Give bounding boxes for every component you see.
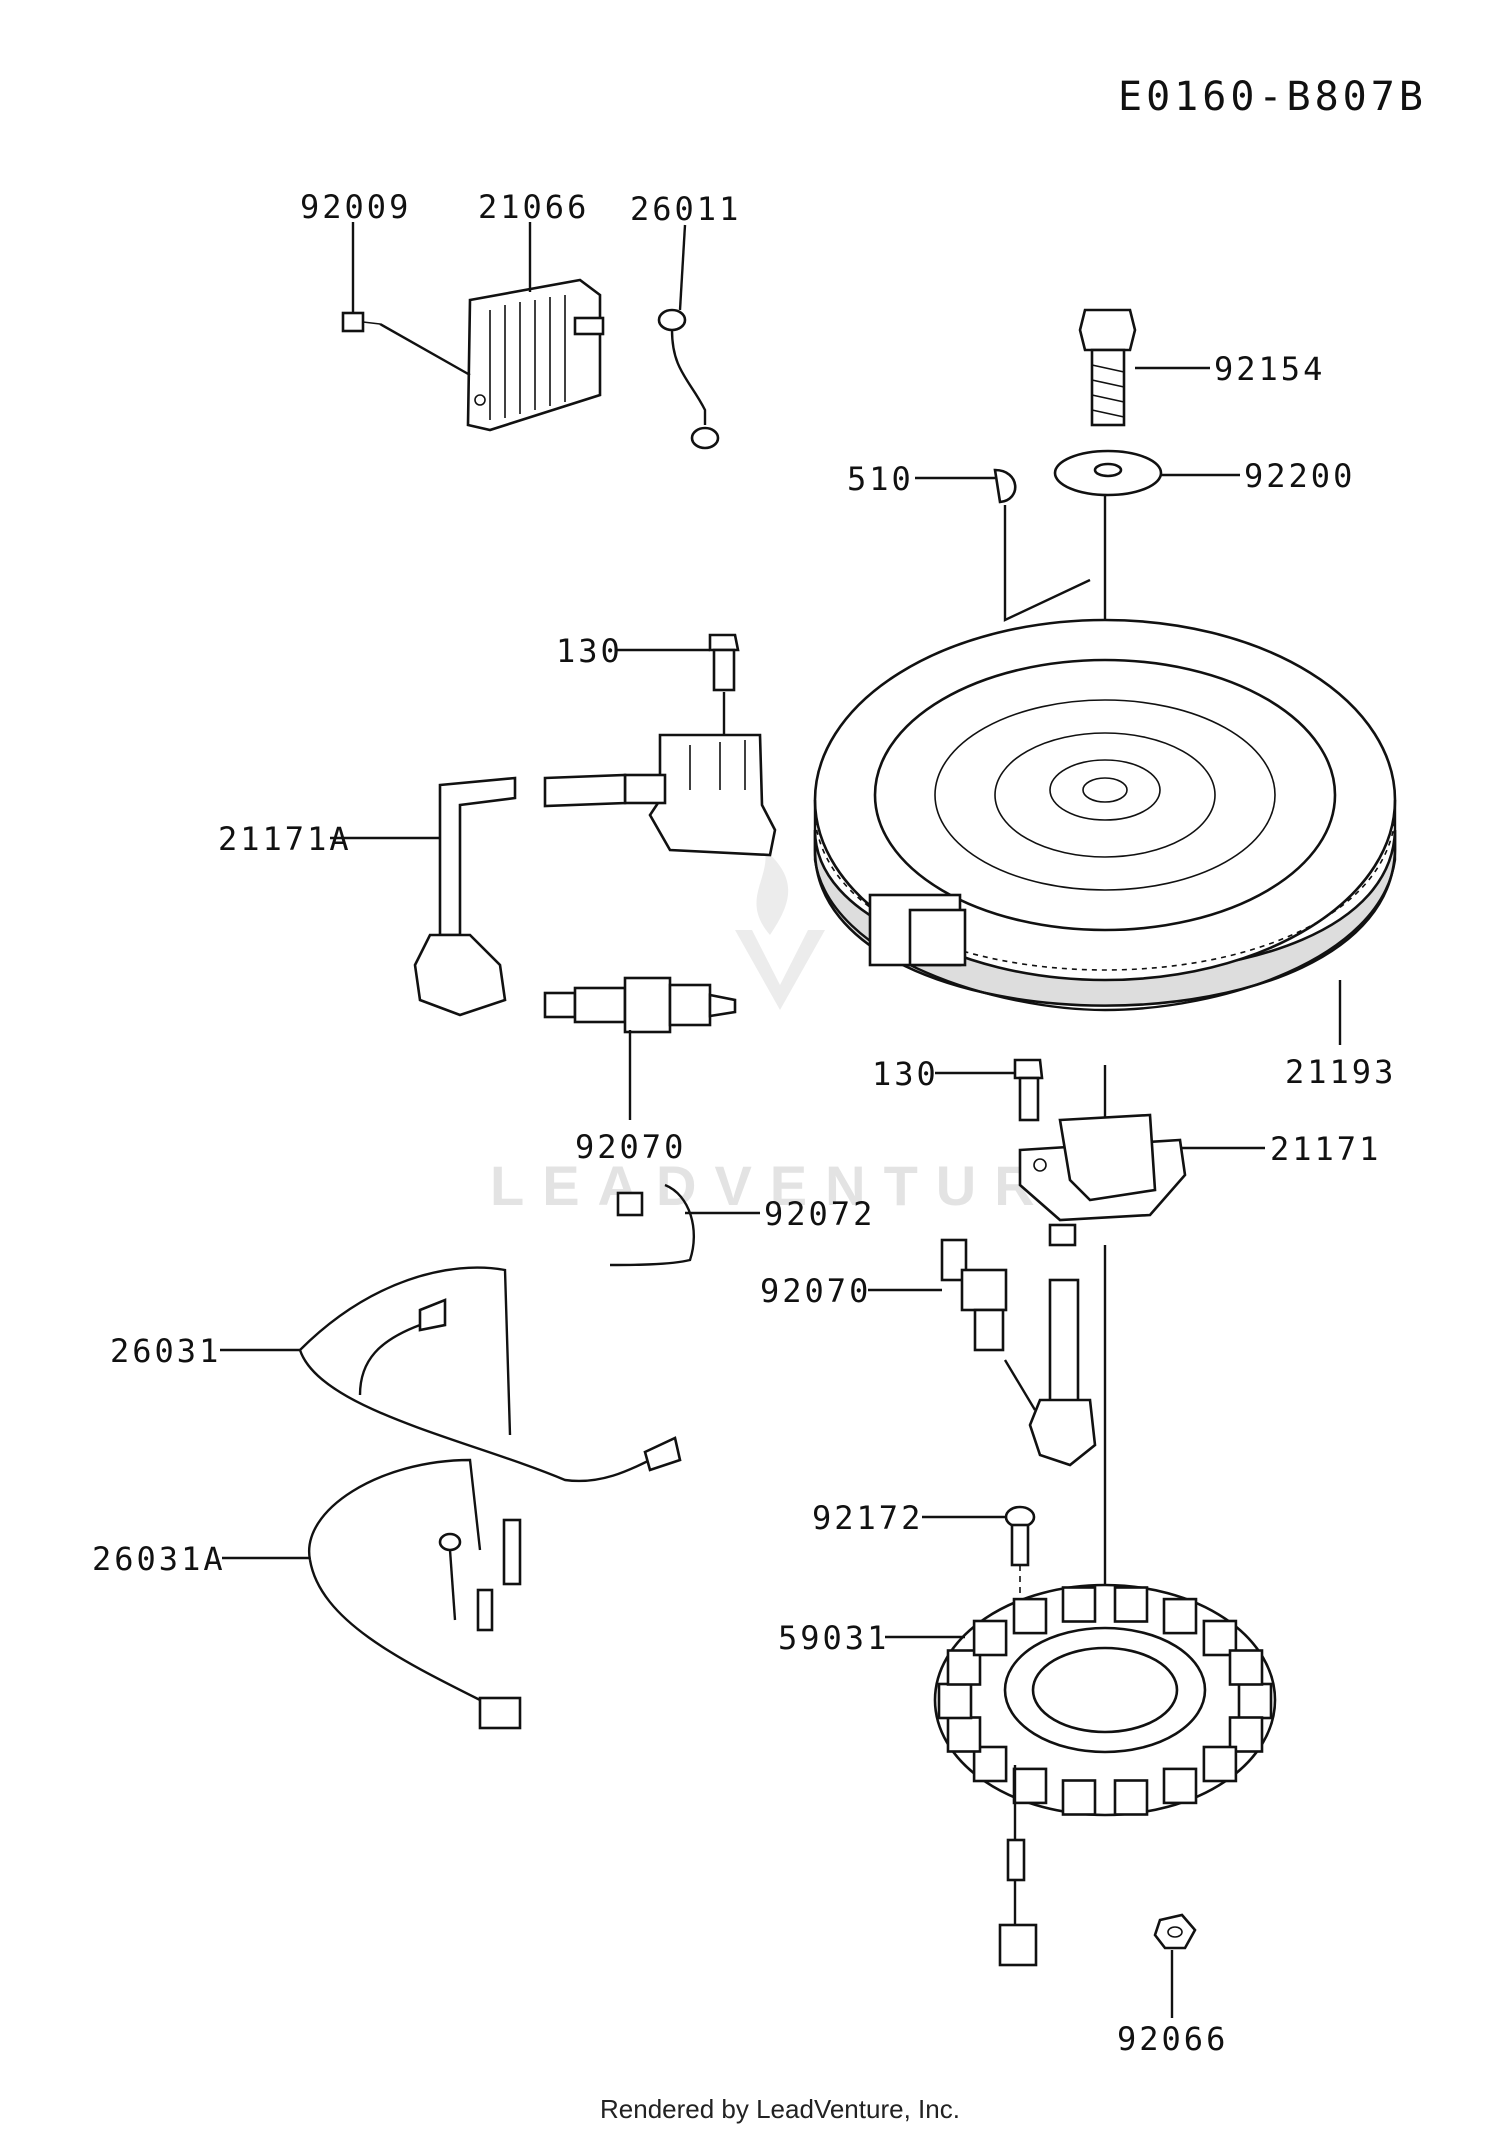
ignition-coil-21171A[interactable] bbox=[438, 733, 777, 937]
ignition-coil-21171[interactable] bbox=[1018, 1113, 1187, 1412]
stator-lead[interactable] bbox=[998, 1765, 1038, 1967]
diagram-code: E0160-B807B bbox=[1118, 74, 1427, 120]
stator-tooth bbox=[1237, 1682, 1273, 1720]
watermark: LEADVENTURE bbox=[490, 850, 1108, 1217]
label-92200: 92200 bbox=[1244, 457, 1355, 495]
label-21171: 21171 bbox=[1270, 1130, 1381, 1168]
label-510: 510 bbox=[847, 460, 914, 498]
regulator-21066[interactable] bbox=[466, 278, 605, 432]
label-92172: 92172 bbox=[812, 1499, 923, 1537]
stator-tooth bbox=[1162, 1597, 1198, 1635]
bolt-92154[interactable] bbox=[1078, 308, 1137, 427]
stator-59031[interactable] bbox=[933, 1583, 1277, 1817]
harness-26031[interactable] bbox=[298, 1266, 682, 1586]
stator-tooth bbox=[1113, 1586, 1149, 1623]
footer-credit: Rendered by LeadVenture, Inc. bbox=[600, 2094, 960, 2124]
label-21066: 21066 bbox=[478, 188, 589, 226]
screw-130-lower[interactable] bbox=[1013, 1058, 1044, 1122]
label-92154: 92154 bbox=[1214, 350, 1325, 388]
label-26031A: 26031A bbox=[92, 1540, 226, 1578]
ground-lead-26011[interactable] bbox=[657, 308, 720, 450]
label-130-upper: 130 bbox=[556, 632, 623, 670]
label-26031: 26031 bbox=[110, 1332, 221, 1370]
screw-92172[interactable] bbox=[1004, 1505, 1036, 1567]
stator-tooth bbox=[1061, 1779, 1097, 1816]
stator-tooth bbox=[972, 1619, 1008, 1657]
stator-tooth bbox=[1012, 1597, 1048, 1635]
stator-tooth bbox=[972, 1745, 1008, 1783]
spark-plug-92070-lower[interactable] bbox=[940, 1238, 1037, 1411]
stator-tooth bbox=[1061, 1586, 1097, 1623]
washer-92200[interactable] bbox=[1053, 449, 1163, 497]
clamp-92072[interactable] bbox=[609, 1183, 695, 1267]
stator-tooth bbox=[1012, 1767, 1048, 1805]
screw-92009[interactable] bbox=[341, 311, 471, 377]
stator-tooth bbox=[1162, 1767, 1198, 1805]
stator-tooth bbox=[937, 1682, 973, 1720]
label-92066: 92066 bbox=[1117, 2020, 1228, 2058]
stator-tooth bbox=[1202, 1745, 1238, 1783]
stator-tooth bbox=[1113, 1779, 1149, 1816]
label-92070-lower: 92070 bbox=[760, 1272, 871, 1310]
stator-tooth bbox=[946, 1716, 982, 1753]
spark-plug-92070-upper[interactable] bbox=[543, 976, 737, 1034]
nut-92066[interactable] bbox=[1153, 1913, 1197, 1950]
flywheel-21193[interactable] bbox=[813, 618, 1397, 1012]
label-21193: 21193 bbox=[1285, 1053, 1396, 1091]
label-59031: 59031 bbox=[778, 1619, 889, 1657]
label-92070-upper: 92070 bbox=[575, 1128, 686, 1166]
spark-plug-cap-upper[interactable] bbox=[413, 933, 507, 1017]
screw-130-upper[interactable] bbox=[708, 633, 740, 692]
key-510[interactable] bbox=[993, 468, 1017, 504]
spark-plug-cap-lower[interactable] bbox=[1028, 1398, 1097, 1467]
stator-tooth bbox=[1228, 1649, 1264, 1686]
label-92072: 92072 bbox=[764, 1195, 875, 1233]
watermark-text: LEADVENTURE bbox=[490, 1154, 1108, 1217]
label-26011: 26011 bbox=[630, 190, 741, 228]
harness-26031A[interactable] bbox=[307, 1458, 522, 1730]
label-21171A: 21171A bbox=[218, 820, 352, 858]
label-92009: 92009 bbox=[300, 188, 411, 226]
label-130-lower: 130 bbox=[872, 1055, 939, 1093]
